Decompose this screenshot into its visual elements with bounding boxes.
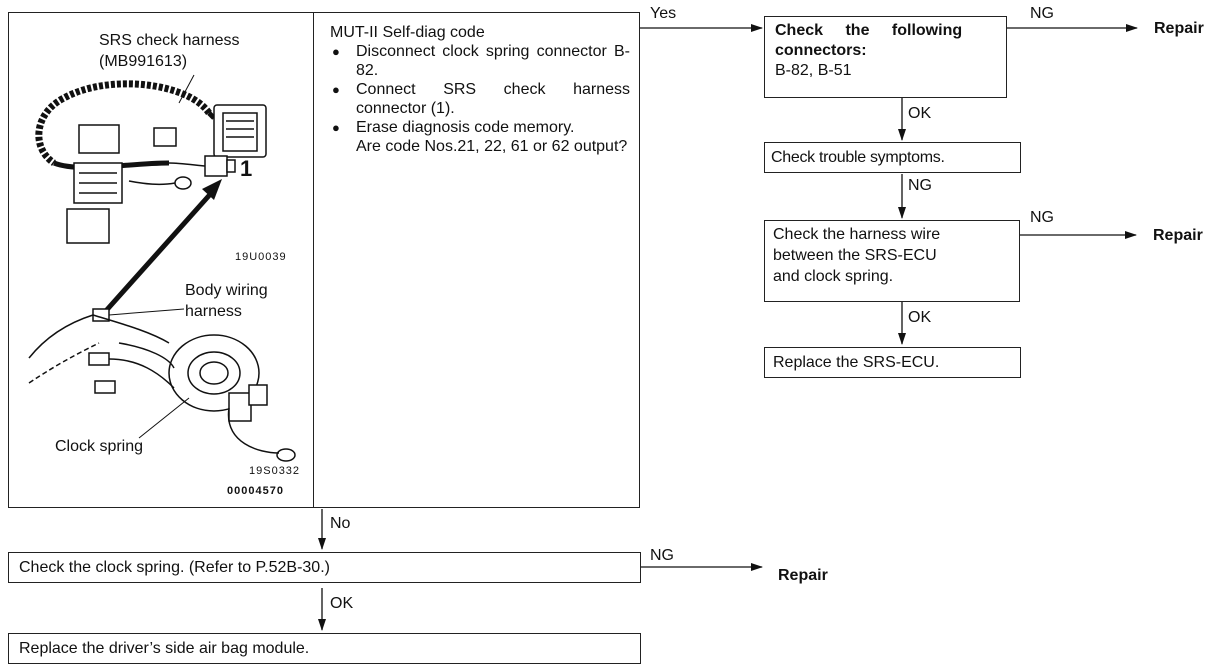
ng-label-bottom: NG: [650, 547, 674, 564]
check-connectors-title-1: Check the following: [775, 22, 963, 39]
ok-label-2: OK: [908, 309, 932, 326]
illustration-panel: SRS check harness (MB991613) 1 19U0039 B…: [8, 12, 314, 508]
repair-label-2: Repair: [1153, 227, 1203, 244]
harness-label-line-1: SRS check harness: [99, 32, 240, 49]
ok-label-bottom: OK: [330, 595, 354, 612]
check-symptoms-text: Check trouble symptoms.: [771, 149, 945, 166]
ng-label-1: NG: [1030, 5, 1054, 22]
harness-label-line-2: (MB991613): [99, 53, 188, 70]
bullet-connect: Connect SRS check harness connector (1).: [330, 80, 630, 118]
self-diag-question: Are code Nos.21, 22, 61 or 62 output?: [356, 138, 628, 155]
yes-label: Yes: [650, 5, 677, 22]
repair-label-bottom: Repair: [778, 567, 828, 584]
check-symptoms-box: Check trouble symptoms.: [764, 142, 1021, 173]
check-harness-line-2: between the SRS-ECU: [773, 247, 937, 264]
figure-code-bottom-1: 19S0332: [249, 465, 301, 477]
ng-label-2: NG: [908, 177, 932, 194]
clock-spring-label: Clock spring: [55, 438, 144, 455]
check-harness-content: Check the harness wire between the SRS-E…: [773, 224, 1013, 287]
replace-module-text: Replace the driver’s side air bag module…: [19, 640, 310, 657]
figure-code-top: 19U0039: [235, 251, 287, 263]
replace-module-box: Replace the driver’s side air bag module…: [8, 633, 641, 664]
check-harness-line-1: Check the harness wire: [773, 226, 941, 243]
replace-ecu-box: Replace the SRS-ECU.: [764, 347, 1021, 378]
self-diag-step-box: MUT-II Self-diag code Disconnect clock s…: [313, 12, 640, 508]
self-diag-content: MUT-II Self-diag code Disconnect clock s…: [330, 23, 630, 156]
check-harness-box: Check the harness wire between the SRS-E…: [764, 220, 1020, 302]
ng-label-3: NG: [1030, 209, 1054, 226]
harness-label: SRS check harness: [99, 31, 240, 50]
replace-ecu-text: Replace the SRS-ECU.: [773, 354, 940, 371]
body-wiring-label-2: harness: [185, 303, 242, 320]
connector-number: 1: [240, 156, 253, 181]
ok-label-1: OK: [908, 105, 932, 122]
bullet-erase: Erase diagnosis code memory.: [330, 118, 630, 137]
check-connectors-title-2: connectors:: [775, 42, 867, 59]
no-label: No: [330, 515, 351, 532]
body-wiring-label-1: Body wiring: [185, 282, 268, 299]
check-harness-line-3: and clock spring.: [773, 268, 894, 285]
check-connectors-content: Check the following connectors: B-82, B-…: [775, 21, 1001, 81]
figure-code-bottom-2: 00004570: [227, 485, 284, 497]
harness-part-number: (MB991613): [99, 52, 187, 71]
repair-label-1: Repair: [1154, 20, 1204, 37]
check-connectors-box: Check the following connectors: B-82, B-…: [764, 16, 1007, 98]
srs-check-harness-illustration: [28, 74, 296, 462]
check-connectors-list: B-82, B-51: [775, 62, 852, 79]
self-diag-bullets: Disconnect clock spring connector B-82. …: [330, 42, 630, 137]
check-clock-spring-box: Check the clock spring. (Refer to P.52B-…: [8, 552, 641, 583]
self-diag-title: MUT-II Self-diag code: [330, 24, 485, 41]
bullet-disconnect: Disconnect clock spring connector B-82.: [330, 42, 630, 80]
check-clock-spring-text: Check the clock spring. (Refer to P.52B-…: [19, 559, 330, 576]
